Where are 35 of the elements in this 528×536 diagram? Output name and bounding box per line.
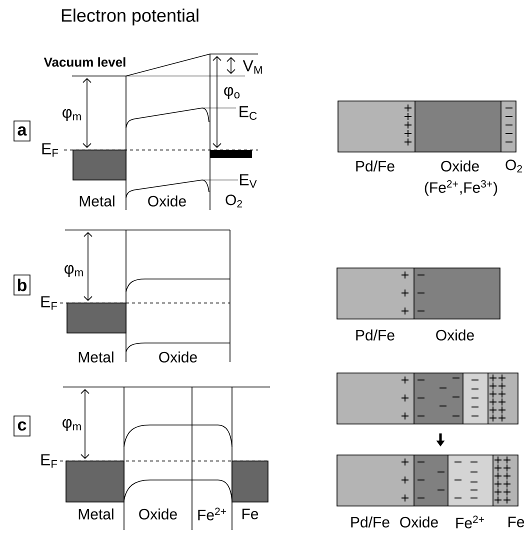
region-label: Metal [80,196,114,206]
region-label: Metal [78,352,114,362]
layer-label: O$_{2}$ [506,160,522,172]
layer-label: Fe [508,516,524,528]
symbol-label: E$_{F}$ [41,454,58,468]
layer-label: Oxide [436,330,474,340]
region-label: O$_{2}$ [226,194,242,208]
layer-stack-drawing [336,268,500,320]
title: Electron potential [62,8,198,26]
symbol-label: E$_{V}$ [240,174,257,188]
symbol-label: E$_{F}$ [41,296,58,310]
region-label: Oxide [148,196,186,206]
layer-stack-drawing [336,454,518,506]
layer-label: Oxide [441,160,479,172]
symbol-label: E$_{C}$ [240,106,257,120]
layer-label: (Fe$^{2+}$,Fe$^{3+}$) [424,180,498,196]
region-label: Oxide [139,508,177,520]
layer-label: Pd/Fe [351,516,390,528]
layer-stack-drawing [336,372,518,424]
level-label: Vacuum level [44,57,126,67]
panel-label: b [14,274,30,296]
layer-stack-drawing [338,100,516,152]
layer-label: Pd/Fe [356,330,394,340]
symbol-label: V$_{M}$ [242,60,262,74]
symbol-label: E$_{F}$ [42,143,58,157]
symbol-label: φ$_{o}$ [224,87,240,99]
layer-label: Pd/Fe [356,160,394,172]
layer-label: Oxide [400,516,438,528]
panel-label: c [14,416,30,436]
panel-label: a [14,120,30,142]
layer-label: Fe$^{2+}$ [456,516,484,528]
region-label: Fe [242,508,258,520]
region-label: Metal [78,508,114,520]
region-label: Fe$^{2+}$ [198,508,226,520]
region-label: Oxide [159,352,197,362]
